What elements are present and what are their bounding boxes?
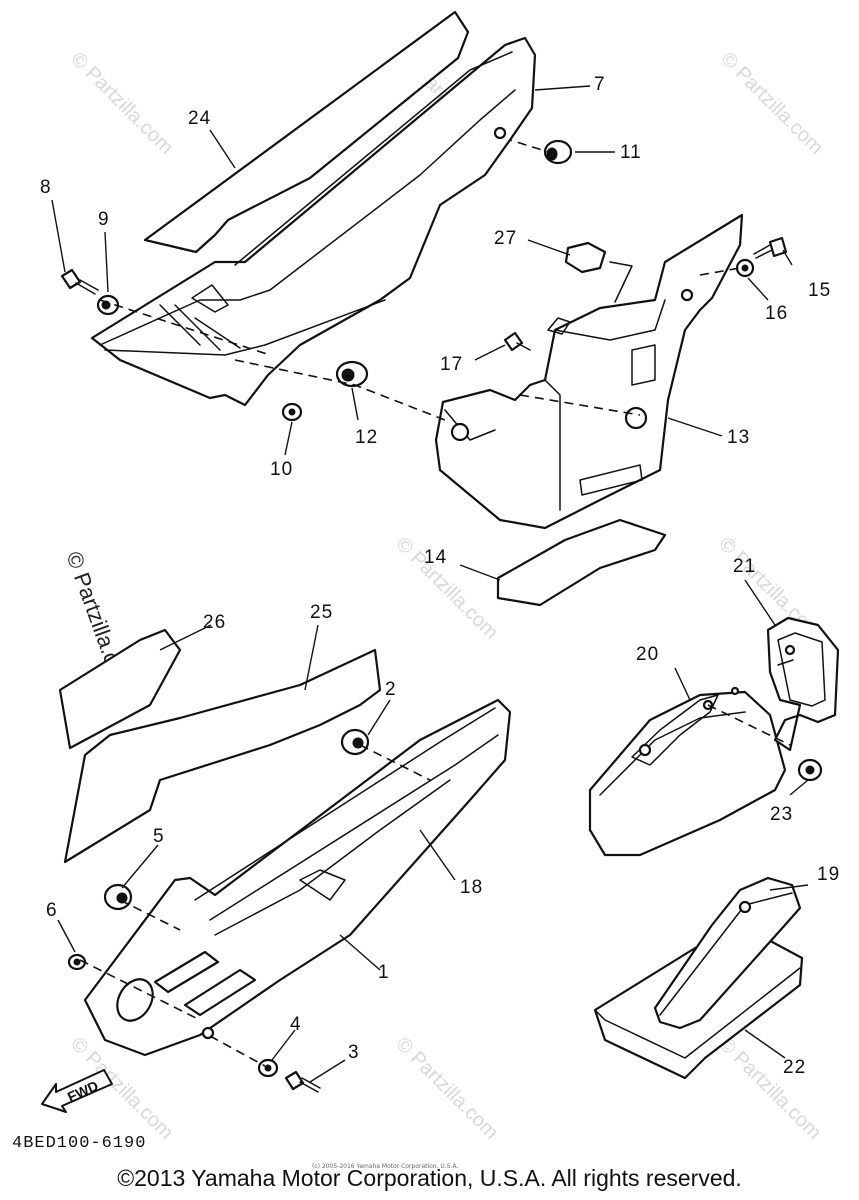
part-7-side-cover — [90, 36, 537, 407]
callout-9: 9 — [98, 209, 110, 230]
part-16-collar — [735, 258, 755, 278]
callout-7: 7 — [594, 74, 606, 95]
part-20-tool-box — [588, 686, 787, 857]
callout-20: 20 — [636, 644, 659, 665]
callout-13: 13 — [727, 427, 750, 448]
callout-18: 18 — [460, 877, 483, 898]
part-3-bolt — [284, 1070, 321, 1093]
callout-19: 19 — [817, 864, 840, 885]
part-21-bracket — [766, 616, 840, 752]
callout-11: 11 — [620, 142, 642, 163]
part-23-bolt — [797, 758, 823, 782]
callout-2: 2 — [385, 679, 397, 700]
part-5-grommet — [103, 883, 133, 911]
part-13-battery-box — [434, 213, 744, 530]
small-copyright: (c) 2005-2016 Yamaha Motor Corporation, … — [312, 1163, 459, 1170]
callout-23: 23 — [770, 804, 793, 825]
callout-16: 16 — [765, 303, 788, 324]
callout-25: 25 — [310, 602, 333, 623]
callout-numbers: 7 11 24 8 9 27 15 16 17 12 13 10 14 21 2… — [40, 74, 840, 1078]
assembly-lines — [79, 139, 791, 1067]
callout-3: 3 — [348, 1042, 360, 1063]
part-14-pad — [496, 518, 667, 607]
part-15-bolt — [753, 236, 788, 259]
watermark-7: © Partzilla.com — [391, 1033, 502, 1144]
fwd-arrow-icon: FWD — [41, 1069, 113, 1113]
part-1-side-cover — [83, 698, 512, 1057]
part-17-bolt — [503, 331, 531, 352]
part-2-grommet — [340, 728, 370, 756]
part-26-decal — [58, 628, 182, 750]
callout-14: 14 — [424, 547, 447, 568]
callout-24: 24 — [188, 108, 211, 129]
watermark-3: © Partzilla.com — [716, 48, 827, 159]
callout-8: 8 — [40, 177, 52, 198]
callout-10: 10 — [270, 459, 293, 480]
callout-5: 5 — [153, 826, 165, 847]
part-11-grommet — [543, 139, 573, 165]
fwd-label: FWD — [65, 1077, 101, 1105]
part-10-collar — [281, 402, 303, 422]
watermark-1: © Partzilla.com — [66, 48, 177, 159]
part-8-bolt — [60, 268, 99, 295]
part-25-decal — [63, 648, 382, 864]
callout-17: 17 — [440, 354, 463, 375]
part-24-emblem — [143, 10, 470, 254]
callout-1: 1 — [378, 962, 390, 983]
leader-lines — [51, 85, 809, 1083]
part-27-connector — [564, 241, 633, 303]
callout-15: 15 — [808, 280, 831, 301]
watermark-8: © Partzilla.com — [714, 1033, 825, 1144]
callout-21: 21 — [733, 556, 756, 577]
callout-4: 4 — [290, 1014, 302, 1035]
callout-26: 26 — [203, 612, 226, 633]
callout-22: 22 — [783, 1057, 806, 1078]
part-22-tool-bag — [593, 876, 804, 1080]
part-4-collar — [257, 1058, 279, 1078]
part-12-grommet — [335, 360, 369, 388]
callout-27: 27 — [494, 228, 517, 249]
copyright-notice: ©2013 Yamaha Motor Corporation, U.S.A. A… — [117, 1165, 742, 1191]
diagram-code: 4BED100-6190 — [12, 1134, 147, 1153]
callout-12: 12 — [355, 427, 378, 448]
callout-6: 6 — [46, 900, 58, 921]
